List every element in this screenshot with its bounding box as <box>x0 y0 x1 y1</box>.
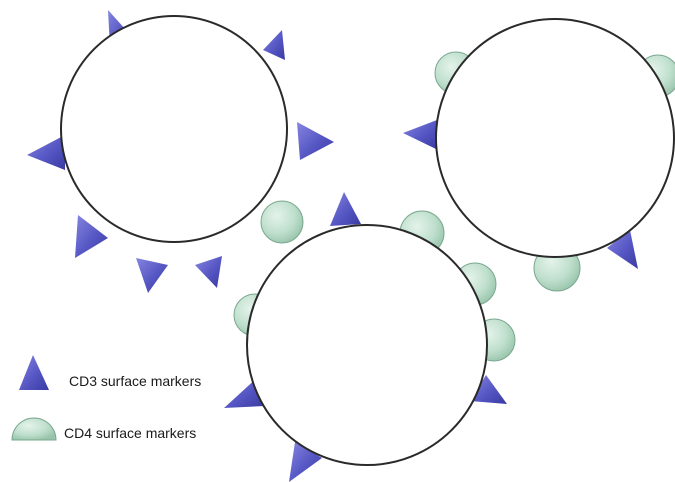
cd4-legend-circle-icon <box>11 417 57 441</box>
cd3-marker-3 <box>297 122 334 160</box>
cd4-marker-3 <box>260 200 304 244</box>
legend <box>11 355 57 441</box>
cd3-marker-13 <box>289 442 322 482</box>
cell-bottom <box>246 224 488 466</box>
cd3-legend-triangle-icon <box>19 355 49 390</box>
cd3-legend-label: CD3 surface markers <box>69 373 202 389</box>
cd3-marker-8 <box>403 120 437 149</box>
cell-top-right <box>435 18 675 258</box>
cd3-marker-9 <box>607 230 638 269</box>
cd3-marker-7 <box>195 256 222 288</box>
cd3-marker-5 <box>75 215 108 258</box>
cd3-marker-12 <box>470 375 507 404</box>
cd3-marker-4 <box>27 135 65 170</box>
cd3-marker-6 <box>136 258 168 293</box>
cd3-marker-10 <box>330 192 361 226</box>
cells <box>60 15 675 466</box>
cd3-marker-2 <box>263 30 285 60</box>
cd4-legend-label: CD4 surface markers <box>64 425 197 441</box>
cell-top-left <box>60 15 288 243</box>
